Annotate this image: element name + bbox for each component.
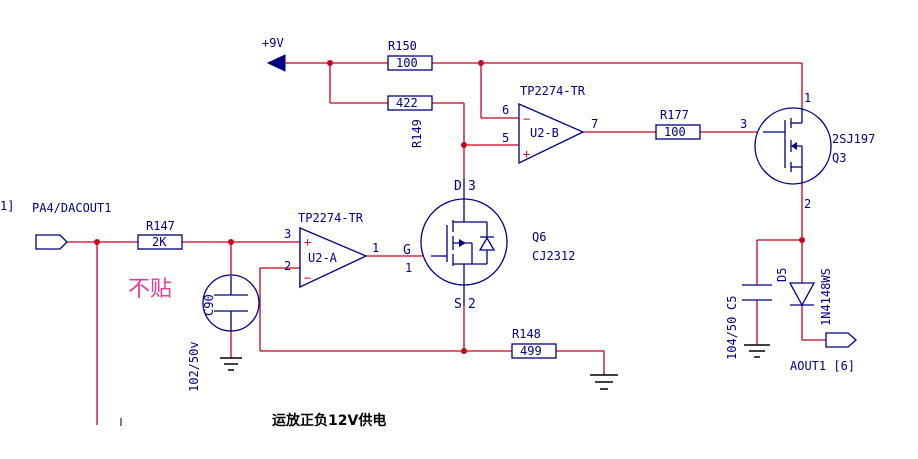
diode-d5: D5 1N4148WS — [775, 268, 833, 326]
u2a-pin-plus: 3 — [284, 227, 291, 241]
note-no-fit: 不贴 — [128, 277, 172, 302]
supply-9v-port: +9V — [262, 36, 330, 72]
output-port-aout1: AOUT1 [6] — [790, 332, 857, 373]
resistor-r147: 2K R147 — [137, 219, 183, 250]
u2a-ref: U2-A — [308, 251, 338, 265]
q6-source-label: S — [454, 297, 462, 312]
u2b-ref: U2-B — [530, 126, 559, 140]
r150-ref: R150 — [388, 39, 417, 53]
u2b-minus-sign: − — [523, 112, 530, 126]
q3-ref: Q3 — [832, 151, 846, 165]
junction-dots — [94, 60, 805, 354]
u2b-plus-sign: + — [523, 147, 530, 161]
input-port-pa4: 1] PA4/DACOUT1 — [0, 199, 111, 250]
supply-label: +9V — [262, 36, 284, 50]
q6-gate-label: G — [403, 243, 411, 258]
u2b-pin-out: 7 — [591, 117, 598, 131]
u2a-pin-out: 1 — [372, 241, 379, 255]
q3-pin1: 1 — [804, 91, 811, 105]
input-label: PA4/DACOUT1 — [32, 201, 111, 215]
r149-ref: R149 — [410, 119, 424, 148]
u2a-part: TP2274-TR — [298, 211, 364, 225]
q6-source-pin: 2 — [468, 297, 476, 312]
u2a-plus-sign: + — [304, 235, 311, 249]
u2a-minus-sign: − — [304, 271, 311, 285]
q3-pin3: 3 — [740, 117, 747, 131]
r148-ref: R148 — [512, 327, 541, 341]
opamp-u2a: TP2274-TR U2-A 3 2 1 + − — [284, 211, 379, 289]
r147-value: 2K — [152, 235, 167, 249]
q6-drain-pin: 3 — [468, 179, 476, 194]
capacitor-c90: C90 102/50v — [187, 274, 260, 392]
q6-part: CJ2312 — [532, 249, 575, 263]
note-opamp-supply: 运放正负12V供电 — [272, 412, 386, 429]
q3-part: 2SJ197 — [832, 132, 875, 146]
c90-ref: C90 — [202, 294, 216, 316]
resistor-r149: 422 R149 — [387, 95, 433, 148]
q3-pin2: 2 — [804, 197, 811, 211]
r150-value: 100 — [396, 56, 418, 70]
resistor-r150: 100 R150 — [387, 39, 433, 71]
mosfet-q6: D 3 G 1 S 2 Q6 CJ2312 — [403, 178, 575, 312]
u2b-pin-minus: 6 — [502, 103, 509, 117]
r149-value: 422 — [396, 96, 418, 110]
ground-c90 — [220, 357, 242, 371]
input-ref: 1] — [0, 199, 14, 213]
u2b-pin-plus: 5 — [502, 131, 509, 145]
ground-r148 — [590, 374, 618, 390]
c90-value: 102/50v — [187, 341, 201, 392]
c5-ref: C5 — [725, 296, 739, 310]
r148-value: 499 — [520, 344, 542, 358]
resistor-r148: 499 R148 — [511, 327, 557, 359]
opamp-u2b: TP2274-TR U2-B 6 5 7 − + — [502, 84, 598, 165]
aout1-label: AOUT1 [6] — [790, 359, 855, 373]
q6-ref: Q6 — [532, 230, 546, 244]
d5-ref: D5 — [775, 268, 789, 282]
d5-part: 1N4148WS — [819, 268, 833, 326]
ground-c5 — [744, 344, 770, 358]
r177-value: 100 — [664, 125, 686, 139]
q6-gate-pin: 1 — [405, 261, 412, 275]
r177-ref: R177 — [660, 108, 689, 122]
r147-ref: R147 — [146, 219, 175, 233]
u2a-pin-minus: 2 — [284, 259, 291, 273]
resistor-r177: 100 R177 — [655, 108, 701, 140]
mosfet-q3: 1 2 3 2SJ197 Q3 — [740, 91, 875, 211]
c5-value: 104/50 — [725, 317, 739, 360]
q6-drain-label: D — [454, 179, 462, 194]
capacitor-c5: C5 104/50 — [725, 284, 772, 360]
u2b-part: TP2274-TR — [520, 84, 586, 98]
